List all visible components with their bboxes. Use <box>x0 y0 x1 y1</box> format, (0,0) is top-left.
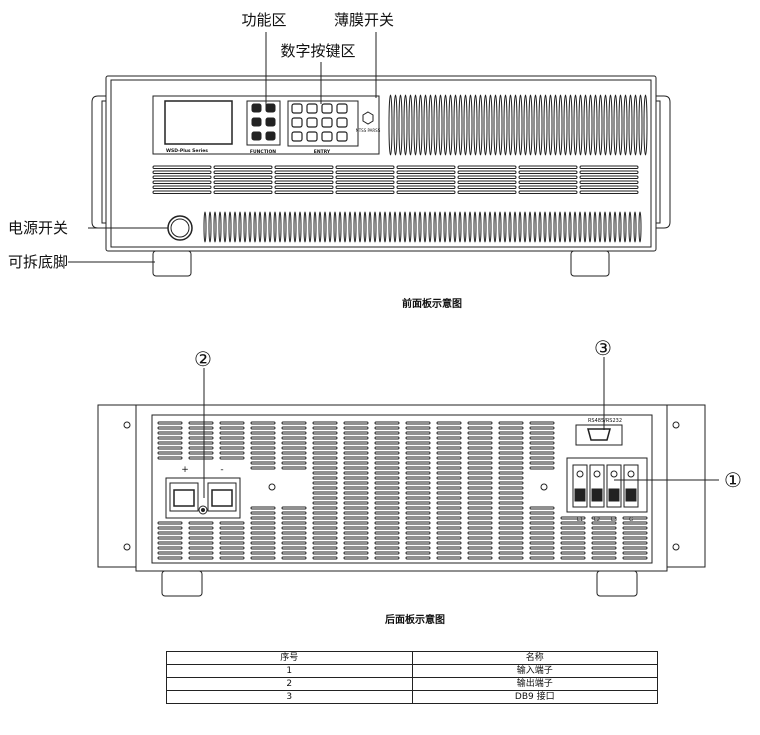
rear-chassis <box>135 404 668 572</box>
front-right-foot <box>570 250 610 277</box>
function-label: FUNCTION <box>250 149 276 155</box>
header-name: 名称 <box>411 651 658 665</box>
polarity-plus: + <box>181 465 189 475</box>
marker-2: ② <box>194 347 212 371</box>
rear-right-foot <box>596 570 638 597</box>
brand-text: NTSS PARSS <box>356 128 381 133</box>
callout-function-area: 功能区 <box>241 11 286 29</box>
header-no: 序号 <box>166 651 413 665</box>
panel-diagram: 功能区 薄膜开关 数字按键区 电源开关 可拆底脚 WSD-Plus Series… <box>8 11 742 626</box>
callout-power-switch: 电源开关 <box>8 219 68 237</box>
front-vent-upper <box>388 94 648 156</box>
row-no: 3 <box>166 690 413 704</box>
polarity-minus: - <box>220 465 223 475</box>
rear-panel <box>97 404 706 597</box>
lcd-display <box>164 100 233 145</box>
table-row: 2 输出端子 <box>166 677 658 691</box>
rear-left-foot <box>161 570 203 597</box>
table-row: 1 输入端子 <box>166 664 658 678</box>
port-label: RS485/RS232 <box>588 418 622 424</box>
front-caption: 前面板示意图 <box>402 297 462 310</box>
front-left-foot <box>152 250 192 277</box>
db9-connector[interactable] <box>587 428 611 441</box>
front-vent-bottom <box>203 211 642 243</box>
terminal-label-l1: L1 <box>577 517 583 523</box>
callout-numeric-keys: 数字按键区 <box>280 42 355 60</box>
marker-3: ③ <box>594 336 612 360</box>
front-vent-middle <box>152 165 639 194</box>
table-header-row: 序号 名称 <box>166 651 658 665</box>
series-text: WSD-Plus Series <box>166 148 208 154</box>
left-handle <box>91 95 106 229</box>
rear-caption: 后面板示意图 <box>385 613 445 626</box>
function-keys[interactable] <box>251 103 276 141</box>
entry-label: ENTRY <box>314 149 331 155</box>
terminal-label-g: G <box>629 517 633 523</box>
input-terminal-block <box>566 457 648 513</box>
rear-callout-lines <box>203 357 719 498</box>
row-name: 输入端子 <box>411 664 658 678</box>
row-no: 1 <box>166 664 413 678</box>
front-chassis <box>105 75 657 252</box>
row-name: DB9 接口 <box>411 690 658 704</box>
rear-left-ear <box>97 404 137 568</box>
numeric-keys[interactable] <box>291 103 348 142</box>
marker-1: ① <box>724 468 742 492</box>
terminal-label-l3: L3 <box>611 517 617 523</box>
terminal-label-l2: L2 <box>594 517 600 523</box>
callout-membrane-switch: 薄膜开关 <box>334 11 394 29</box>
rear-right-ear <box>666 404 706 568</box>
row-name: 输出端子 <box>411 677 658 691</box>
right-handle <box>656 95 671 229</box>
callout-removable-feet: 可拆底脚 <box>8 253 68 271</box>
rear-vent-grid <box>157 421 648 560</box>
power-switch-knob[interactable] <box>167 215 193 241</box>
brand-logo-icon <box>362 111 374 125</box>
row-no: 2 <box>166 677 413 691</box>
output-terminal-block <box>165 477 241 519</box>
front-callout-lines <box>68 32 377 263</box>
component-table: 序号 名称 1 输入端子 2 输出端子 3 DB9 接口 <box>166 651 658 704</box>
table-row: 3 DB9 接口 <box>166 690 658 704</box>
